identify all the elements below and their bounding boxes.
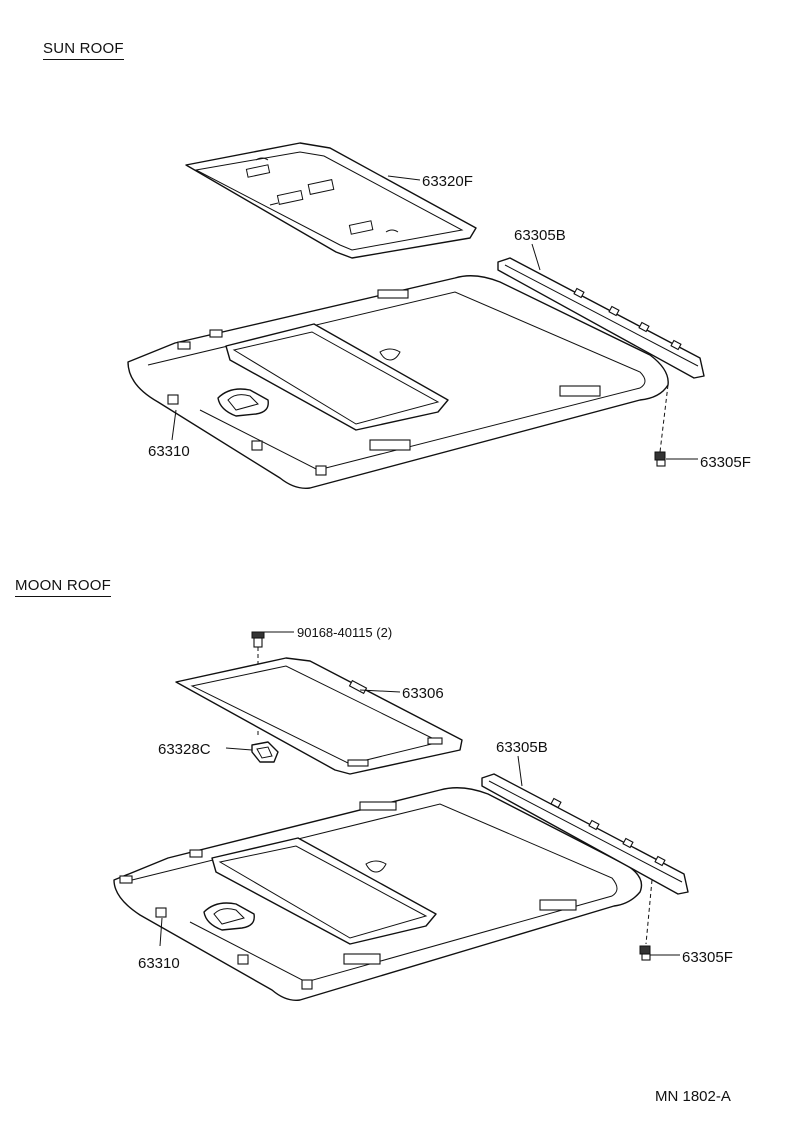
- section-title-sun-roof: SUN ROOF: [43, 40, 124, 60]
- rail-63305B-moon: [481, 773, 689, 895]
- label-headliner: 63310: [138, 955, 180, 972]
- label-rail: 63305B: [514, 227, 566, 244]
- label-headliner: 63310: [148, 443, 190, 460]
- rail-63305B-sun: [497, 257, 705, 379]
- frame-63306: [175, 657, 463, 775]
- label-clip: 63305F: [682, 949, 733, 966]
- diagram-code: MN 1802-A: [655, 1088, 731, 1105]
- label-screw: 90168-40115 (2): [297, 625, 393, 640]
- label-holder: 63328C: [158, 741, 211, 758]
- sunshade-panel-63320F: [185, 142, 477, 259]
- headliner-63310-sun: [127, 275, 669, 489]
- label-rail: 63305B: [496, 739, 548, 756]
- label-frame: 63306: [402, 685, 444, 702]
- holder-63328C: [251, 741, 279, 763]
- clip-63305F-moon: [639, 879, 653, 961]
- label-sunshade: 63320F: [422, 173, 473, 190]
- moon-roof-diagram: [113, 631, 689, 1001]
- sun-roof-diagram: [127, 142, 705, 489]
- clip-63305F-sun: [654, 384, 669, 467]
- section-title-moon-roof: MOON ROOF: [15, 577, 111, 597]
- headliner-63310-moon: [113, 787, 643, 1001]
- label-clip: 63305F: [700, 454, 751, 471]
